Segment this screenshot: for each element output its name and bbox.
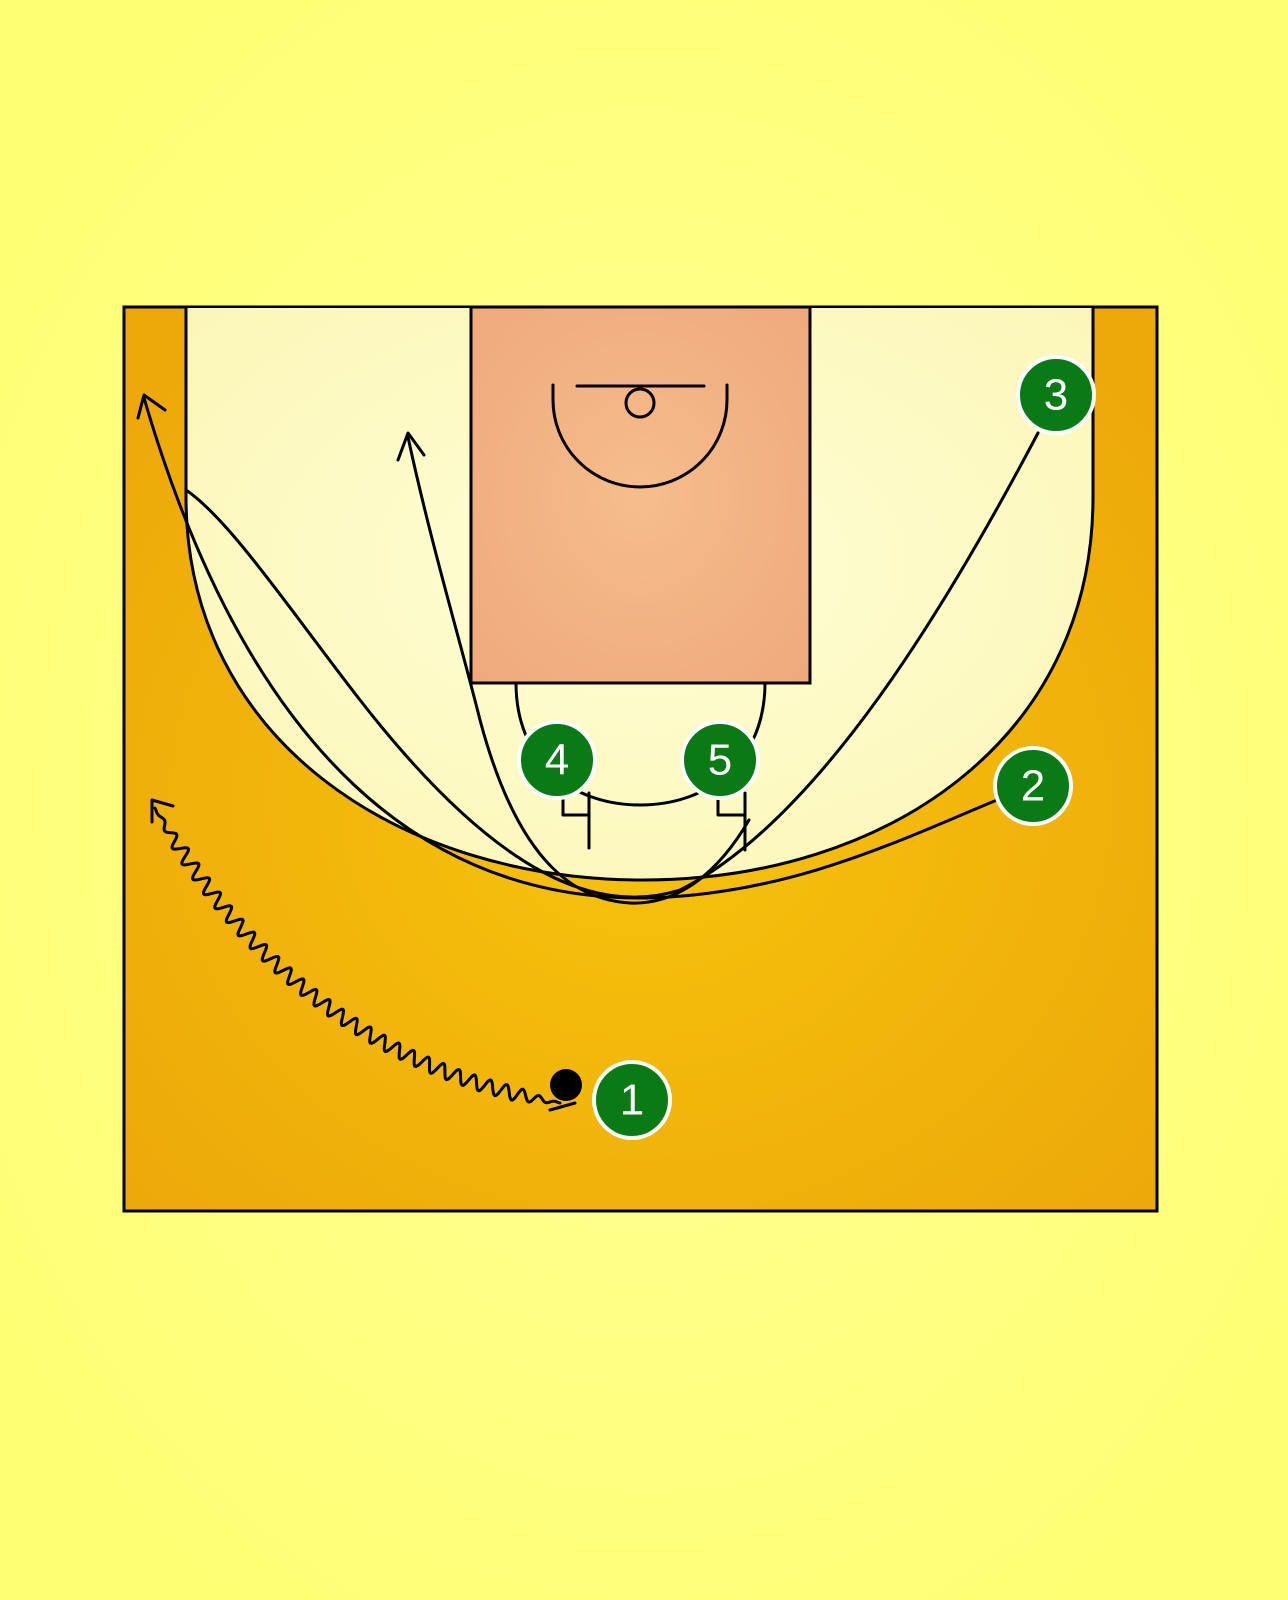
player-4-marker: 4: [517, 720, 597, 800]
player-1-circle: [592, 1060, 672, 1140]
player-2-marker: 2: [993, 746, 1073, 826]
player-1-label: 1: [620, 1076, 644, 1125]
cut-path-player-3: [184, 431, 1040, 899]
ball: [550, 1069, 582, 1101]
screen-marker-left: [561, 791, 591, 850]
restricted-area-arc: [551, 383, 729, 489]
player-5-circle: [680, 720, 760, 800]
player-5-label: 5: [708, 736, 732, 785]
player-3-label: 3: [1044, 371, 1068, 420]
cut-path-player-2: [142, 396, 999, 900]
screen-marker-right: [716, 791, 747, 852]
arrowhead-player-4: [396, 431, 426, 462]
arrowhead-player-2: [136, 393, 167, 420]
player-4-label: 4: [545, 736, 569, 785]
player-1-marker: 1: [592, 1060, 672, 1140]
dribble-path-player-1: [153, 806, 562, 1105]
player-3-circle: [1016, 355, 1096, 435]
player-3-marker: 3: [1016, 355, 1096, 435]
arrowhead-player-1: [150, 798, 175, 824]
paint-area: [469, 305, 812, 685]
dribble-start-tick: [548, 1101, 577, 1112]
player-2-circle: [993, 746, 1073, 826]
three-point-line: [184, 306, 1095, 882]
player-4-circle: [517, 720, 597, 800]
player-5-marker: 5: [680, 720, 760, 800]
rim: [624, 387, 656, 419]
cut-path-player-4: [406, 435, 751, 905]
player-2-label: 2: [1021, 762, 1045, 811]
